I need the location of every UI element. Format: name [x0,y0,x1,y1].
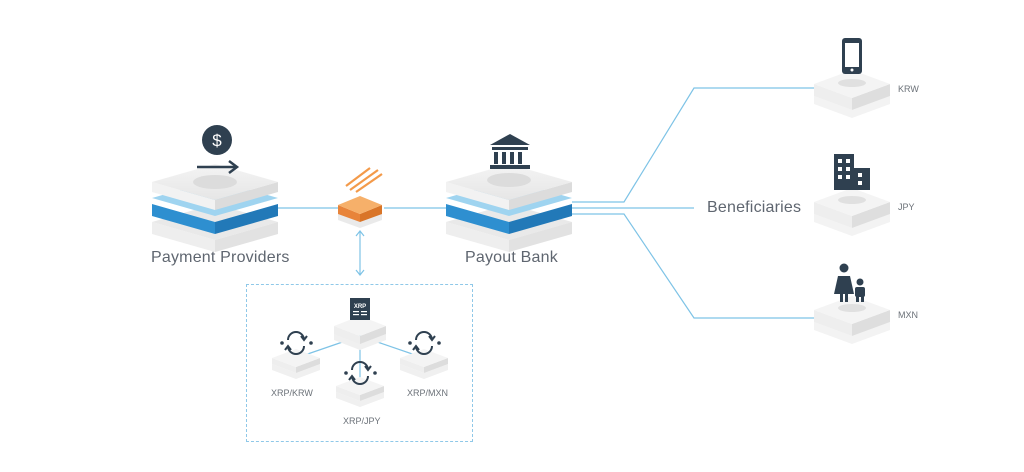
pair-label-xrp-mxn: XRP/MXN [407,388,449,398]
currency-exchange-icon [284,331,308,355]
parent-child-icon [834,263,865,302]
bidirectional-arrow [355,230,365,276]
currency-exchange-icon [412,331,436,355]
xrp-document-icon: XRP [350,298,370,320]
payment-providers-label: Payment Providers [151,249,290,266]
payout-bank-platform [446,164,572,252]
office-building-icon [834,154,870,190]
exchange-dots-jpy [344,371,377,375]
svg-text:XRP: XRP [354,304,366,310]
bank-building-icon [490,134,530,169]
payment-providers-platform [152,164,278,252]
svg-text:$: $ [212,131,222,150]
krw-platform [814,70,890,118]
xrp-ledger-region [246,284,473,442]
xrp-krw-platform [272,349,320,379]
exchange-dots-mxn [408,341,441,345]
currency-label-krw: KRW [898,84,919,94]
ripple-connector-block [338,196,382,228]
beneficiaries-label: Beneficiaries [707,199,802,216]
currency-label-mxn: MXN [898,310,918,320]
currency-exchange-icon [348,361,372,385]
pair-label-xrp-jpy: XRP/JPY [343,416,381,426]
exchange-dots-krw [280,341,313,345]
payout-bank-label: Payout Bank [465,249,558,266]
dollar-coin-arrow-icon: $ [197,125,240,174]
ripple-stripes-icon [345,167,383,193]
pair-label-xrp-krw: XRP/KRW [271,388,313,398]
xrp-mxn-platform [400,349,448,379]
mxn-platform [814,296,890,344]
jpy-platform [814,188,890,236]
xrp-ledger-platform [334,316,386,350]
smartphone-icon [842,38,862,74]
xrp-jpy-platform [336,377,384,407]
currency-label-jpy: JPY [898,202,915,212]
